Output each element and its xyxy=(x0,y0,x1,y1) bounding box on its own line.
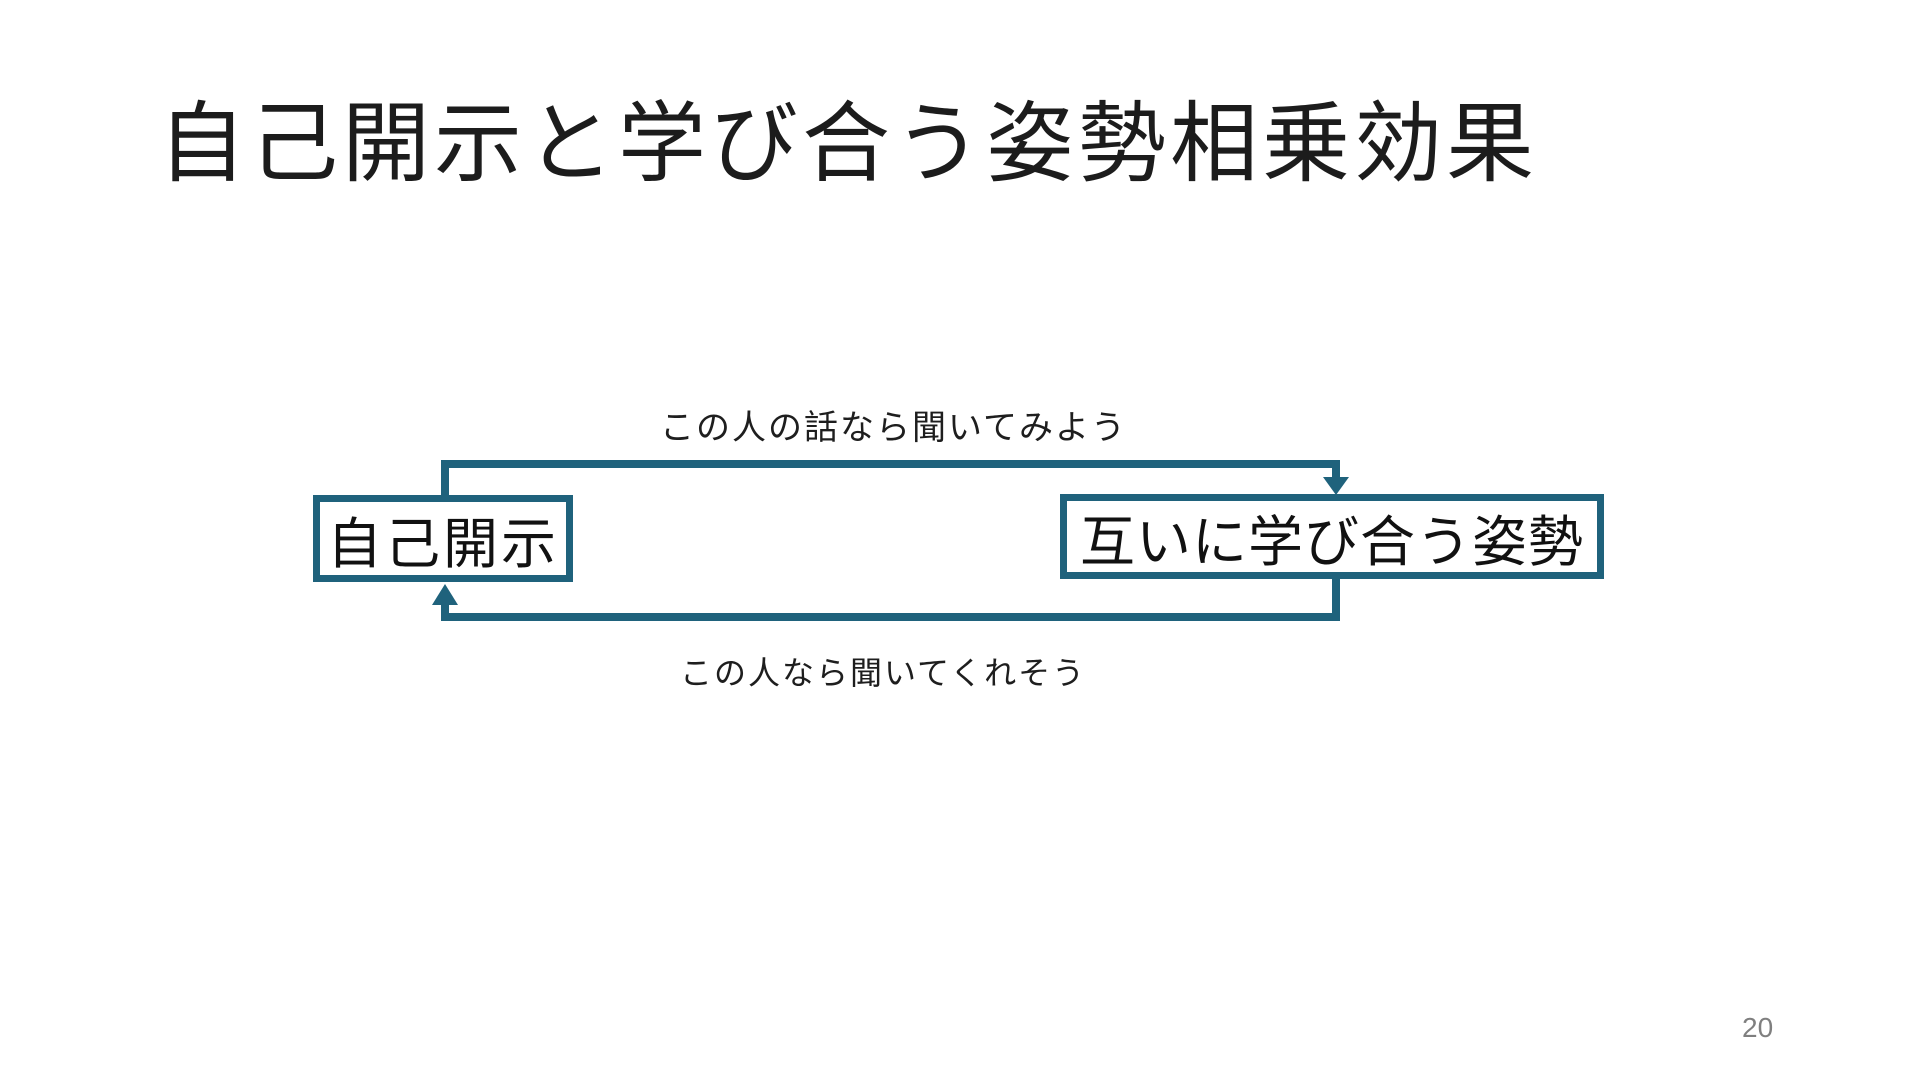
self-disclosure-box: 自己開示 xyxy=(313,495,573,582)
page-title: 自己開示と学び合う姿勢相乗効果 xyxy=(158,94,1539,193)
self-disclosure-box-label: 自己開示 xyxy=(326,512,559,575)
page-number: 20 xyxy=(1742,1012,1774,1043)
arrow-up-icon xyxy=(432,584,458,605)
mutual-learning-box: 互いに学び合う姿勢 xyxy=(1060,494,1604,579)
top-arrow-horizontal-segment xyxy=(441,460,1340,468)
top-arrow-label: この人の話なら聞いてみよう xyxy=(660,409,1127,447)
mutual-learning-box-label: 互いに学び合う姿勢 xyxy=(1079,510,1584,573)
bottom-arrow-label: この人なら聞いてくれそう xyxy=(680,655,1087,691)
bottom-arrow-horizontal-segment xyxy=(441,613,1340,621)
bottom-arrow-left-segment xyxy=(441,604,449,621)
arrow-down-icon xyxy=(1323,477,1349,495)
top-arrow-right-segment xyxy=(1332,460,1340,478)
top-arrow-left-segment xyxy=(441,460,449,496)
bottom-arrow-right-segment xyxy=(1332,578,1340,621)
